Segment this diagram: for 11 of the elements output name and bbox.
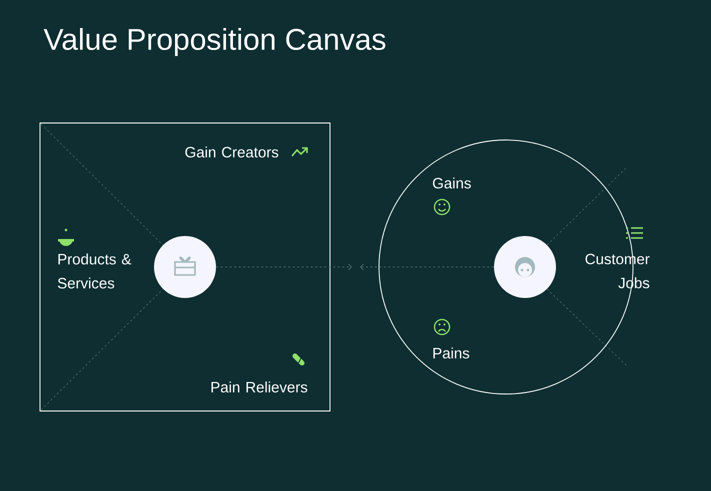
icon-circle [154,236,216,298]
canvas-square [40,122,330,412]
arrow [216,264,352,270]
icon-circle [494,236,556,298]
title: Value Proposition Canvas [44,28,386,56]
section-label: Pain Relievers [212,382,308,392]
section-label: Pains [433,348,470,358]
section-label: Products & Services [58,254,132,288]
section-label: Gain Creators [185,146,278,158]
arrow [360,264,494,270]
section-label: Gains [432,178,471,188]
